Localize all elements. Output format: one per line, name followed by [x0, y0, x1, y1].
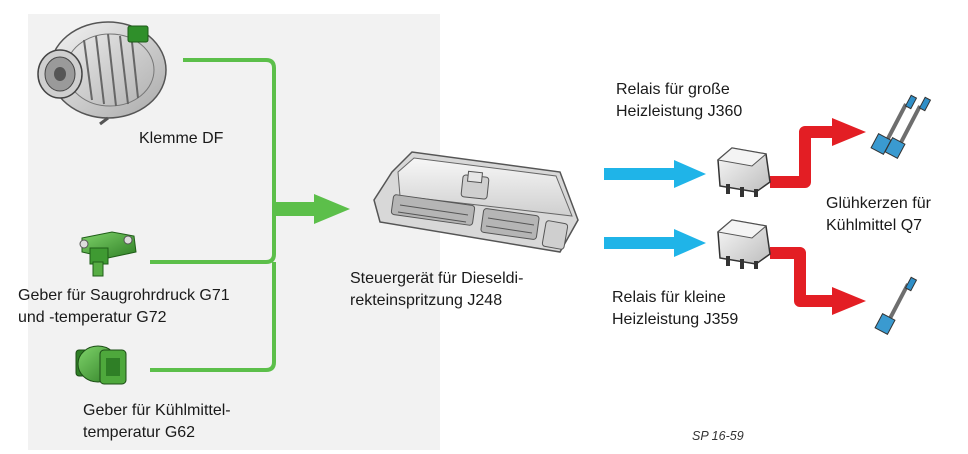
glow-plug-icon-b	[884, 96, 932, 160]
label-gluehkerzen-line1: Glühkerzen für	[826, 195, 931, 212]
label-steuergeraet-line1: Steuergerät für Dieseldi-	[350, 270, 524, 287]
pressure-sensor-icon	[79, 231, 137, 277]
label-geber-kuehlmittel-line1: Geber für Kühlmittel-	[83, 402, 231, 419]
line-klemme-df	[150, 58, 276, 264]
label-gluehkerzen-line2: Kühlmittel Q7	[826, 217, 923, 234]
relay-icon-upper	[716, 147, 771, 197]
label-klemme-df: Klemme DF	[139, 130, 224, 147]
label-relais-klein-line2: Heizleistung J359	[612, 311, 739, 328]
red-arrow-lower-line	[770, 247, 836, 307]
relay-icon-lower	[716, 219, 771, 269]
figure-caption: SP 16-59	[692, 429, 744, 443]
label-geber-saugrohrdruck-line1: Geber für Saugrohrdruck G71	[18, 287, 230, 304]
red-arrow-lower-head	[832, 287, 866, 315]
line-kuehlmittel	[150, 262, 276, 372]
green-arrow-head	[314, 194, 350, 224]
label-steuergeraet-line2: rekteinspritzung J248	[350, 292, 503, 309]
label-relais-klein-line1: Relais für kleine	[612, 289, 726, 306]
label-relais-gross-line2: Heizleistung J360	[616, 103, 743, 120]
blue-arrow-lower	[604, 229, 706, 257]
alternator-icon	[37, 21, 167, 126]
red-arrow-upper-line	[770, 126, 836, 188]
red-arrow-upper-head	[832, 118, 866, 146]
ecu-icon	[373, 151, 579, 253]
green-arrow-shaft	[274, 202, 318, 216]
label-relais-gross-line1: Relais für große	[616, 81, 730, 98]
blue-arrow-upper	[604, 160, 706, 188]
label-geber-kuehlmittel-line2: temperatur G62	[83, 424, 196, 441]
glow-plug-icon-c	[874, 276, 918, 336]
green-signal-lines	[150, 58, 276, 372]
label-geber-saugrohrdruck-line2: und -temperatur G72	[18, 309, 167, 326]
temperature-sensor-icon	[75, 345, 127, 385]
